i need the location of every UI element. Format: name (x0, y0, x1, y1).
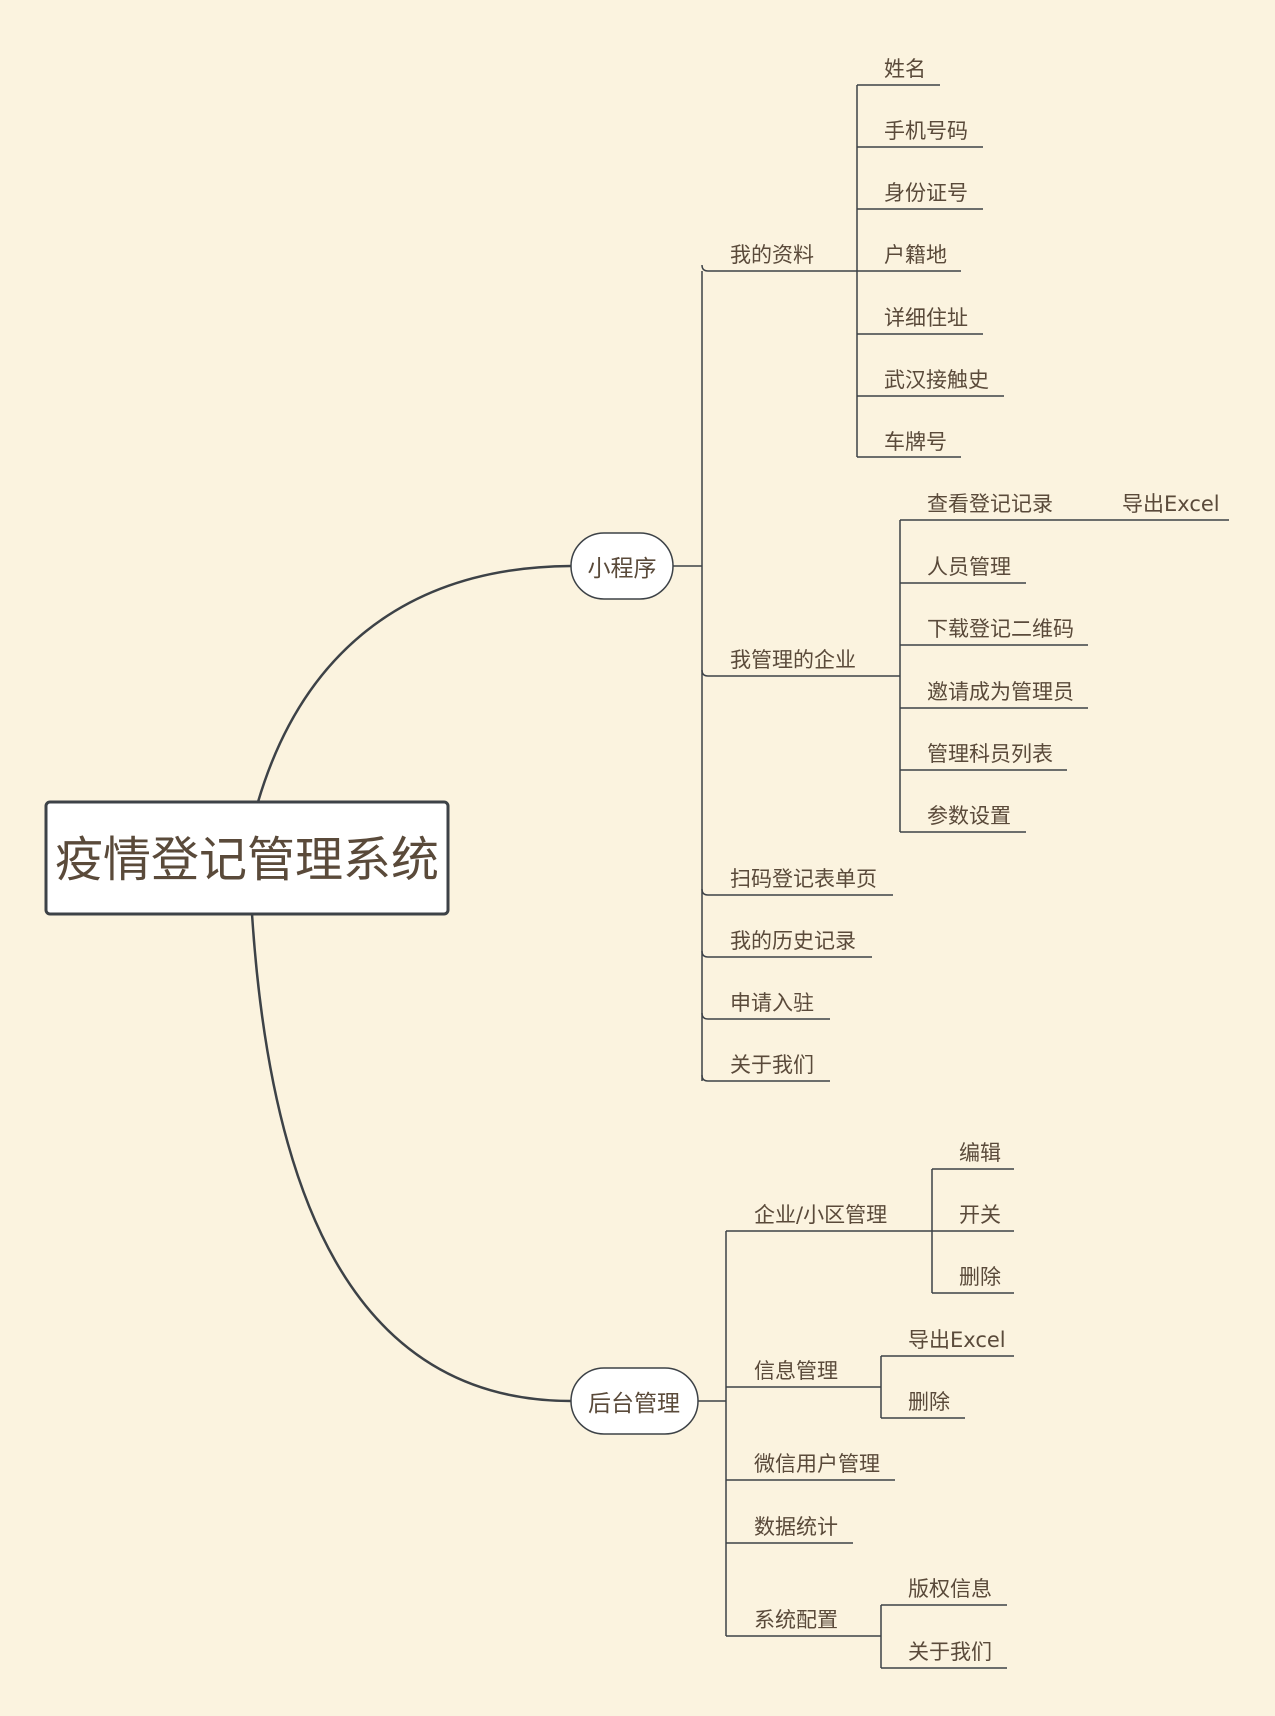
connector-line (256, 564, 572, 803)
topic-config-about[interactable]: 关于我们 (908, 1640, 992, 1664)
connector-line (701, 1074, 709, 1082)
topic-stats[interactable]: 数据统计 (754, 1515, 838, 1539)
topic-toggle[interactable]: 开关 (959, 1203, 1001, 1227)
topic-address[interactable]: 详细住址 (884, 306, 968, 330)
connector-line (701, 888, 709, 896)
topic-name[interactable]: 姓名 (884, 57, 926, 81)
connector-line (701, 669, 709, 677)
topic-info[interactable]: 信息管理 (754, 1359, 838, 1383)
branch-label: 后台管理 (588, 1391, 680, 1417)
topic-apply[interactable]: 申请入驻 (730, 991, 814, 1015)
topic-phone[interactable]: 手机号码 (884, 119, 968, 143)
topic-settings[interactable]: 参数设置 (927, 804, 1011, 828)
topic-qrcode[interactable]: 下载登记二维码 (927, 617, 1074, 641)
topic-clerk-list[interactable]: 管理科员列表 (927, 742, 1053, 766)
topic-copyright[interactable]: 版权信息 (908, 1577, 992, 1601)
topic-community[interactable]: 企业/小区管理 (754, 1203, 887, 1227)
topic-delete[interactable]: 删除 (959, 1265, 1001, 1289)
topic-hukou[interactable]: 户籍地 (884, 243, 947, 267)
topic-about[interactable]: 关于我们 (730, 1053, 814, 1077)
topic-invite-admin[interactable]: 邀请成为管理员 (927, 680, 1074, 704)
topic-sys-config[interactable]: 系统配置 (754, 1608, 838, 1632)
connector-lines (250, 84, 1229, 1669)
root-label: 疫情登记管理系统 (55, 832, 439, 888)
topic-wuhan-contact[interactable]: 武汉接触史 (884, 368, 989, 392)
topic-info-export[interactable]: 导出Excel (908, 1328, 1006, 1352)
topic-edit[interactable]: 编辑 (959, 1141, 1001, 1165)
topic-export-excel[interactable]: 导出Excel (1122, 492, 1220, 516)
connector-line (701, 1012, 709, 1020)
root-node[interactable]: 疫情登记管理系统 (44, 800, 450, 916)
connector-line (701, 950, 709, 958)
topic-staff[interactable]: 人员管理 (927, 555, 1011, 579)
topic-my-profile[interactable]: 我的资料 (730, 243, 814, 267)
topic-info-delete[interactable]: 删除 (908, 1390, 950, 1414)
topic-id-number[interactable]: 身份证号 (884, 181, 968, 205)
topic-history[interactable]: 我的历史记录 (730, 929, 856, 953)
topic-plate[interactable]: 车牌号 (884, 430, 947, 454)
connector-line (701, 264, 709, 272)
topic-wechat-users[interactable]: 微信用户管理 (754, 1452, 880, 1476)
branch-node-backend[interactable]: 后台管理 (570, 1367, 699, 1435)
connector-line (250, 913, 572, 1403)
topic-scan-form[interactable]: 扫码登记表单页 (730, 867, 877, 891)
branch-label: 小程序 (588, 556, 657, 582)
topic-view-records[interactable]: 查看登记记录 (927, 492, 1053, 516)
topic-my-companies[interactable]: 我管理的企业 (730, 648, 856, 672)
branch-node-mini-program[interactable]: 小程序 (570, 532, 674, 600)
